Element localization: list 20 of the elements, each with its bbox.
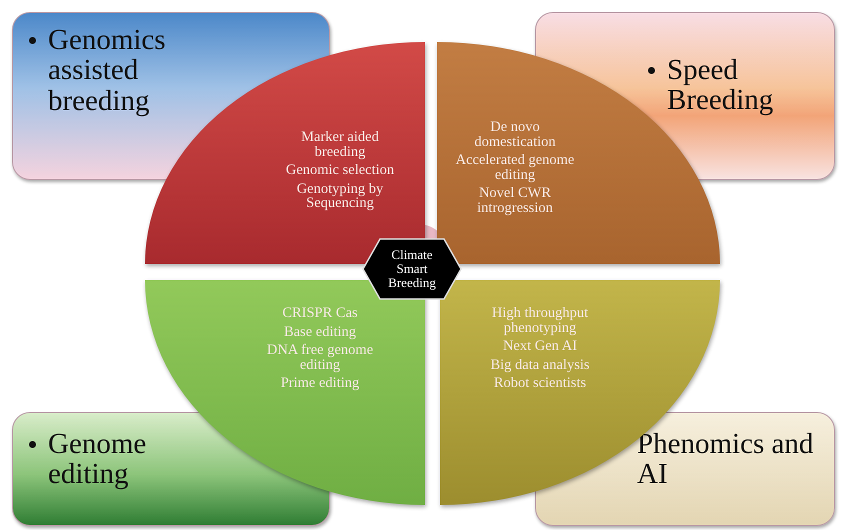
category-title: Phenomics and AI <box>637 429 814 490</box>
approach-item: Novel CWR introgression <box>476 186 554 215</box>
category-title: Genomics assisted breeding <box>48 25 167 116</box>
category-title: Speed Breeding <box>667 55 774 116</box>
approach-item: Big data analysis <box>490 358 590 372</box>
approach-item: Robot scientists <box>494 376 586 390</box>
approach-item: De novo domestication <box>473 120 557 149</box>
center-hexagon <box>362 238 462 300</box>
approach-item: Prime editing <box>280 376 360 390</box>
approach-item: Accelerated genome editing <box>454 153 576 182</box>
center-label: Climate Smart Breeding <box>387 246 437 292</box>
approach-item: Next Gen AI <box>502 339 578 354</box>
approach-item: High throughput phenotyping <box>490 306 590 335</box>
category-title: Genome editing <box>48 429 148 490</box>
approach-item: Genomic selection <box>286 163 394 178</box>
approach-item: Genotyping by Sequencing <box>296 182 384 210</box>
approach-item: DNA free genome editing <box>266 343 374 372</box>
approach-item: CRISPR Cas <box>282 306 358 320</box>
approach-item: Base editing <box>284 324 356 339</box>
approach-item: Marker aided breeding <box>300 130 380 159</box>
